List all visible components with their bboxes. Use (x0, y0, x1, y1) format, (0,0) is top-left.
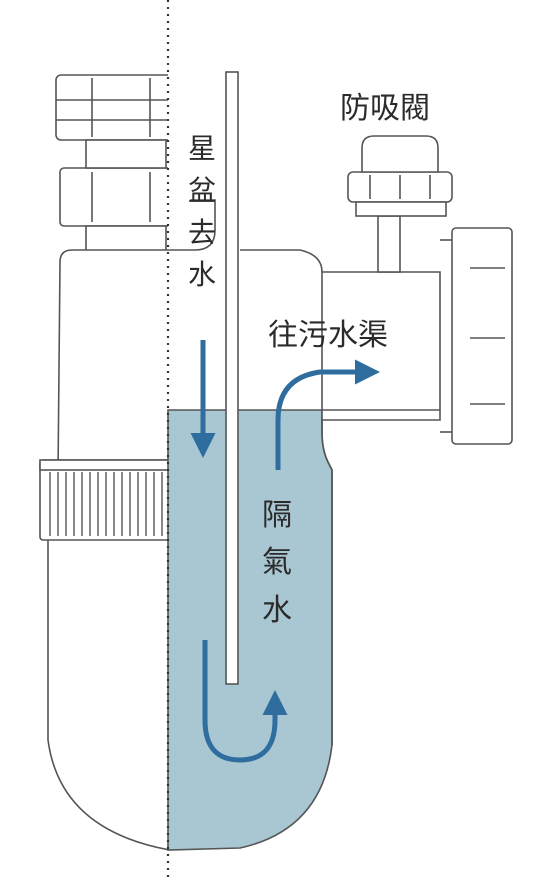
outlet-pipe (321, 227, 513, 445)
label-sink-drain-1: 星 (188, 132, 216, 165)
label-anti-siphon-valve: 防吸閥 (340, 91, 430, 126)
flow-arrow-u-turn (202, 640, 288, 763)
trap-shoulder (240, 249, 323, 273)
water-seal-fill (167, 409, 333, 851)
trap-right-wall (321, 420, 333, 745)
label-to-sewer: 往污水渠 (268, 318, 388, 353)
label-water-seal-3: 水 (262, 593, 292, 628)
label-sink-drain-2: 盆 (188, 174, 216, 207)
trap-exterior (39, 74, 168, 851)
label-water-seal-2: 氣 (262, 545, 292, 580)
flow-arrow-up-out (275, 359, 380, 470)
anti-siphon-valve (347, 135, 453, 273)
trap-cutaway-outline (168, 199, 216, 251)
label-sink-drain-3: 去 (188, 216, 216, 249)
knurled-ring-ribs (49, 472, 163, 536)
label-water-seal-1: 隔 (262, 498, 292, 533)
dip-tube (225, 71, 239, 685)
label-sink-drain-4: 水 (188, 258, 216, 291)
